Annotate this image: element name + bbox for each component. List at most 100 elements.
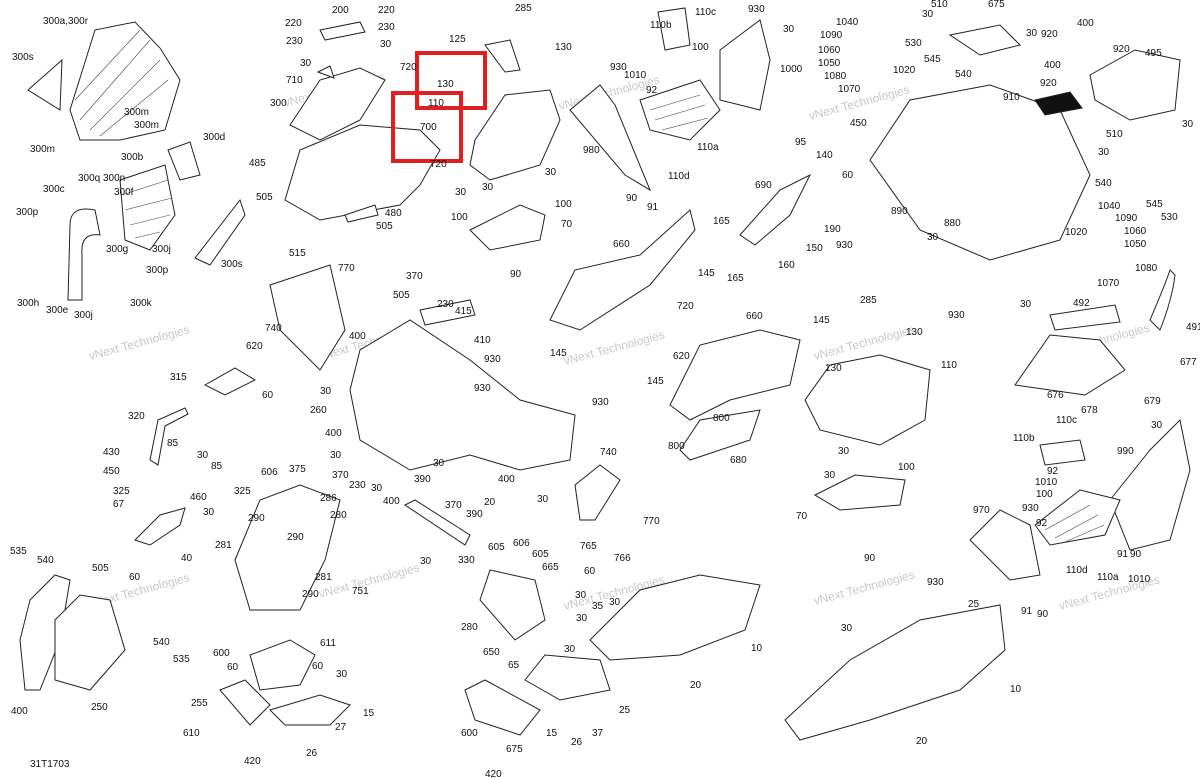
callout[interactable]: 30: [537, 494, 549, 505]
callout[interactable]: 450: [850, 118, 867, 129]
callout[interactable]: 740: [265, 323, 282, 334]
callout[interactable]: 91: [1021, 606, 1033, 617]
callout[interactable]: 165: [713, 216, 730, 227]
callout[interactable]: 620: [673, 351, 690, 362]
callout[interactable]: 460: [190, 492, 207, 503]
callout[interactable]: 20: [690, 680, 702, 691]
callout[interactable]: 30: [841, 623, 853, 634]
callout[interactable]: 285: [860, 295, 877, 306]
callout[interactable]: 710: [286, 75, 303, 86]
callout[interactable]: 540: [955, 69, 972, 80]
callout[interactable]: 60: [584, 566, 596, 577]
callout[interactable]: 300e: [46, 305, 69, 316]
callout[interactable]: 720: [430, 159, 447, 170]
callout[interactable]: 325: [113, 486, 130, 497]
callout[interactable]: 375: [289, 464, 306, 475]
callout[interactable]: 10: [751, 643, 763, 654]
callout[interactable]: 1000: [780, 64, 803, 75]
callout[interactable]: 300d: [203, 132, 225, 143]
callout[interactable]: 300q: [78, 173, 100, 184]
callout[interactable]: 110c: [695, 7, 716, 18]
callout[interactable]: 1090: [1115, 213, 1138, 224]
callout[interactable]: 20: [916, 736, 928, 747]
callout[interactable]: 1090: [820, 30, 843, 41]
callout[interactable]: 70: [796, 511, 808, 522]
callout[interactable]: 1050: [1124, 239, 1147, 250]
callout[interactable]: 30: [783, 24, 795, 35]
callout[interactable]: 145: [813, 315, 830, 326]
callout[interactable]: 600: [461, 728, 478, 739]
callout[interactable]: 610: [183, 728, 200, 739]
callout[interactable]: 890: [891, 206, 908, 217]
callout[interactable]: 320: [128, 411, 145, 422]
callout[interactable]: 150: [806, 243, 823, 254]
callout[interactable]: 60: [312, 661, 324, 672]
callout[interactable]: 540: [37, 555, 54, 566]
callout[interactable]: 35: [592, 601, 604, 612]
callout[interactable]: 100: [898, 462, 915, 473]
callout[interactable]: 300p: [16, 207, 39, 218]
callout[interactable]: 677: [1180, 357, 1197, 368]
callout[interactable]: 492: [1073, 298, 1090, 309]
callout[interactable]: 281: [215, 540, 232, 551]
callout[interactable]: 530: [1161, 212, 1178, 223]
callout[interactable]: 95: [795, 137, 807, 148]
callout[interactable]: 30: [1182, 119, 1194, 130]
callout[interactable]: 930: [592, 397, 609, 408]
callout[interactable]: 930: [748, 4, 765, 15]
callout[interactable]: 110d: [1066, 565, 1088, 576]
callout[interactable]: 545: [924, 54, 941, 65]
callout[interactable]: 220: [285, 18, 302, 29]
callout[interactable]: 27: [335, 722, 347, 733]
callout[interactable]: 679: [1144, 396, 1161, 407]
callout[interactable]: 930: [836, 240, 853, 251]
callout[interactable]: 970: [973, 505, 990, 516]
callout[interactable]: 1080: [824, 71, 847, 82]
callout[interactable]: 1010: [1128, 574, 1151, 585]
callout[interactable]: 400: [1077, 18, 1094, 29]
callout[interactable]: 300s: [12, 52, 34, 63]
callout[interactable]: 290: [302, 589, 319, 600]
callout[interactable]: 30: [1098, 147, 1110, 158]
callout[interactable]: 40: [181, 553, 193, 564]
callout[interactable]: 491: [1186, 322, 1200, 333]
callout[interactable]: 606: [513, 538, 530, 549]
callout[interactable]: 515: [289, 248, 306, 259]
callout[interactable]: 26: [306, 748, 318, 759]
callout[interactable]: 30: [1020, 299, 1032, 310]
callout[interactable]: 675: [988, 0, 1005, 10]
callout[interactable]: 990: [1117, 446, 1134, 457]
callout[interactable]: 800: [668, 441, 685, 452]
callout[interactable]: 200: [332, 5, 349, 16]
callout[interactable]: 30: [371, 483, 383, 494]
callout[interactable]: 690: [755, 180, 772, 191]
callout[interactable]: 680: [730, 455, 747, 466]
callout[interactable]: 370: [406, 271, 423, 282]
callout[interactable]: 665: [542, 562, 559, 573]
callout[interactable]: 1040: [1098, 201, 1121, 212]
callout[interactable]: 92: [1036, 518, 1048, 529]
callout[interactable]: 420: [485, 769, 502, 778]
callout[interactable]: 230: [349, 480, 366, 491]
callout[interactable]: 678: [1081, 405, 1098, 416]
callout[interactable]: 660: [746, 311, 763, 322]
callout[interactable]: 300m: [124, 107, 149, 118]
callout[interactable]: 930: [484, 354, 501, 365]
callout[interactable]: 1040: [836, 17, 859, 28]
callout[interactable]: 300m: [134, 120, 159, 131]
callout[interactable]: 130: [906, 327, 923, 338]
callout[interactable]: 535: [173, 654, 190, 665]
callout[interactable]: 930: [1022, 503, 1039, 514]
callout[interactable]: 140: [816, 150, 833, 161]
callout[interactable]: 30: [609, 597, 621, 608]
callout[interactable]: 110c: [1056, 415, 1077, 426]
callout[interactable]: 1060: [1124, 226, 1147, 237]
callout[interactable]: 286: [320, 493, 337, 504]
callout[interactable]: 70: [561, 219, 573, 230]
callout[interactable]: 740: [600, 447, 617, 458]
callout[interactable]: 300p: [146, 265, 169, 276]
callout[interactable]: 300n: [103, 173, 125, 184]
callout[interactable]: 300s: [221, 259, 243, 270]
callout[interactable]: 30: [420, 556, 432, 567]
callout[interactable]: 505: [92, 563, 109, 574]
